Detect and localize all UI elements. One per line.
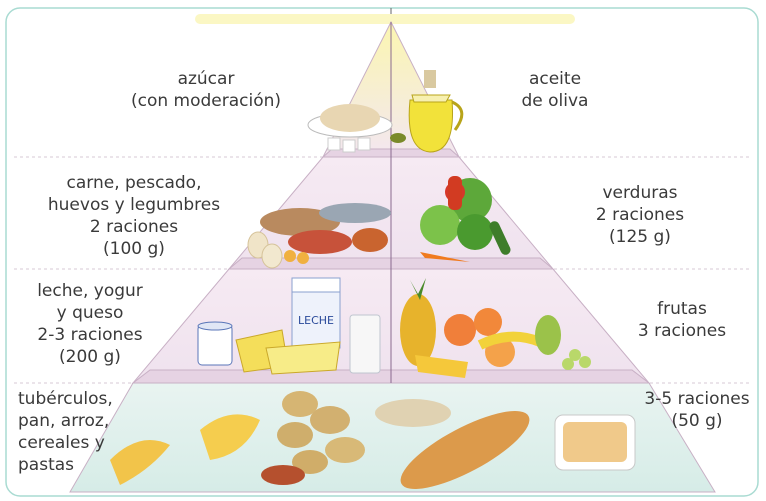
label-line: azúcar [177,69,235,89]
tier-1-left-label: azúcar (con moderación) [96,68,316,112]
label-line: (50 g) [671,411,723,431]
label-line: carne, pescado, [66,173,202,193]
label-line: frutas [657,299,707,319]
label-line: 3 raciones [637,321,727,341]
tier-3-left-label: leche, yogur y queso 2-3 raciones (200 g… [10,280,170,368]
tier-1-right-label: aceite de oliva [480,68,630,112]
dairy-icon: LECHE [197,277,381,375]
label-line: y queso [56,303,124,323]
sugar-bowl-icon [307,104,393,153]
label-line: (con moderación) [130,91,282,111]
label-line: cereales y [18,433,105,453]
label-line: aceite [528,69,582,89]
label-line: 2 raciones [89,217,179,237]
pasta-potatoes-icon [110,391,365,485]
bread-rice-icon [375,399,636,489]
tier-2-right-label: verduras 2 raciones (125 g) [560,182,720,248]
label-line: (100 g) [103,239,165,259]
tier-3-right-label: frutas 3 raciones [612,298,752,342]
apex-glow [195,14,575,24]
tier-4-left-label: tubérculos, pan, arroz, cereales y pasta… [18,388,148,476]
label-line: 2 raciones [595,205,685,225]
label-line: (125 g) [609,227,671,247]
meat-fish-eggs-icon [247,203,391,269]
olive-oil-jar-icon [390,70,464,153]
vegetables-icon [420,176,511,262]
label-line: leche, yogur [37,281,143,301]
fruits-icon [400,278,591,378]
label-line: pastas [18,455,75,475]
label-line: verduras [602,183,678,203]
label-line: (200 g) [59,347,121,367]
label-line: pan, arroz, [18,411,110,431]
label-line: huevos y legumbres [47,195,221,215]
tier-4-right-label: 3-5 raciones (50 g) [638,388,756,432]
label-line: de oliva [521,91,589,111]
label-line: 3-5 raciones [644,389,750,409]
tier-2-left-label: carne, pescado, huevos y legumbres 2 rac… [14,172,254,260]
milk-carton-label: LECHE [298,314,334,327]
label-line: 2-3 raciones [37,325,143,345]
label-line: tubérculos, [18,389,113,409]
